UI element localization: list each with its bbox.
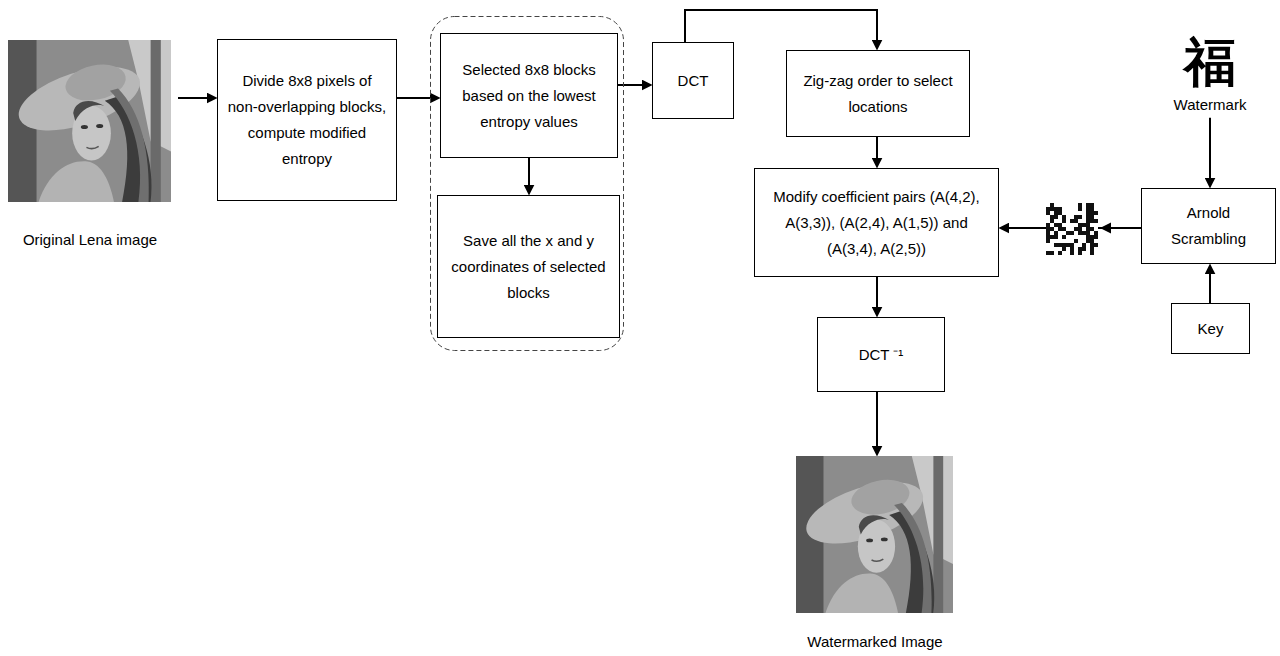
figure-caption: Watermark: [1150, 92, 1270, 118]
process-box: Key: [1171, 303, 1250, 354]
scrambled-cells: [1046, 203, 1098, 255]
photo-mouth: [86, 146, 98, 148]
flow-arrow: [685, 10, 877, 44]
scrambled-ground: [1046, 203, 1098, 255]
photo-illustration: [796, 456, 953, 613]
flow-arrow: [876, 277, 878, 311]
process-box: DCT: [652, 42, 734, 119]
flow-arrow: [1209, 270, 1211, 303]
photo-eye: [881, 537, 888, 541]
image-figure: Original Lena image: [8, 40, 172, 253]
photo-eye: [96, 124, 103, 128]
process-box: Save all the x and y coordinates of sele…: [437, 195, 620, 338]
flow-arrow: [1209, 118, 1211, 182]
photo-eye: [866, 538, 873, 542]
figure-caption: Watermarked Image: [796, 629, 954, 655]
photo-background: [796, 456, 953, 613]
arrow-head: [1100, 223, 1111, 234]
flow-arrow: [528, 158, 530, 189]
photo-frame-edge: [151, 40, 161, 202]
box-label: Divide 8x8 pixels of non-overlapping blo…: [226, 68, 388, 172]
photo-frame-edge: [933, 456, 943, 613]
photo-feather: [894, 503, 932, 613]
process-box: Zig-zag order to select locations: [786, 50, 970, 137]
watermark-figure: 福Watermark: [1150, 32, 1270, 118]
box-label: Zig-zag order to select locations: [795, 68, 961, 120]
flow-arrow: [876, 392, 878, 450]
photo-hair-fringe: [859, 515, 890, 534]
photo-shoulder: [825, 574, 898, 613]
process-box: Arnold Scrambling: [1141, 188, 1276, 264]
box-label: Key: [1198, 316, 1224, 342]
process-box: Selected 8x8 blocks based on the lowest …: [440, 33, 618, 158]
photo-background: [8, 40, 171, 202]
process-box: Modify coefficient pairs (A(4,2), A(3,3)…: [754, 168, 999, 277]
box-label: DCT ⁻¹: [859, 342, 904, 368]
box-label: Arnold Scrambling: [1150, 200, 1267, 252]
flow-arrow: [876, 137, 878, 162]
photo-mouth: [872, 559, 884, 561]
photo-shoulder: [39, 161, 114, 202]
photo-illustration: [8, 40, 171, 202]
photo-feather: [110, 89, 149, 202]
flow-arrow: [618, 84, 646, 86]
process-box: DCT ⁻¹: [817, 317, 945, 392]
process-box: Divide 8x8 pixels of non-overlapping blo…: [217, 39, 397, 201]
dashed-group: [431, 17, 624, 351]
box-label: Save all the x and y coordinates of sele…: [446, 228, 611, 306]
photo-eye: [81, 125, 88, 129]
flow-arrow: [397, 97, 434, 99]
flow-arrow: [178, 97, 211, 99]
image-figure: Watermarked Image: [796, 456, 954, 655]
scrambled-watermark: [1046, 203, 1098, 255]
box-label: DCT: [678, 68, 709, 94]
photo-hair-fringe: [73, 101, 106, 121]
box-label: Selected 8x8 blocks based on the lowest …: [449, 57, 609, 135]
figure-caption: Original Lena image: [8, 227, 172, 253]
watermark-glyph: 福: [1150, 32, 1270, 92]
box-label: Modify coefficient pairs (A(4,2), A(3,3)…: [763, 184, 990, 262]
